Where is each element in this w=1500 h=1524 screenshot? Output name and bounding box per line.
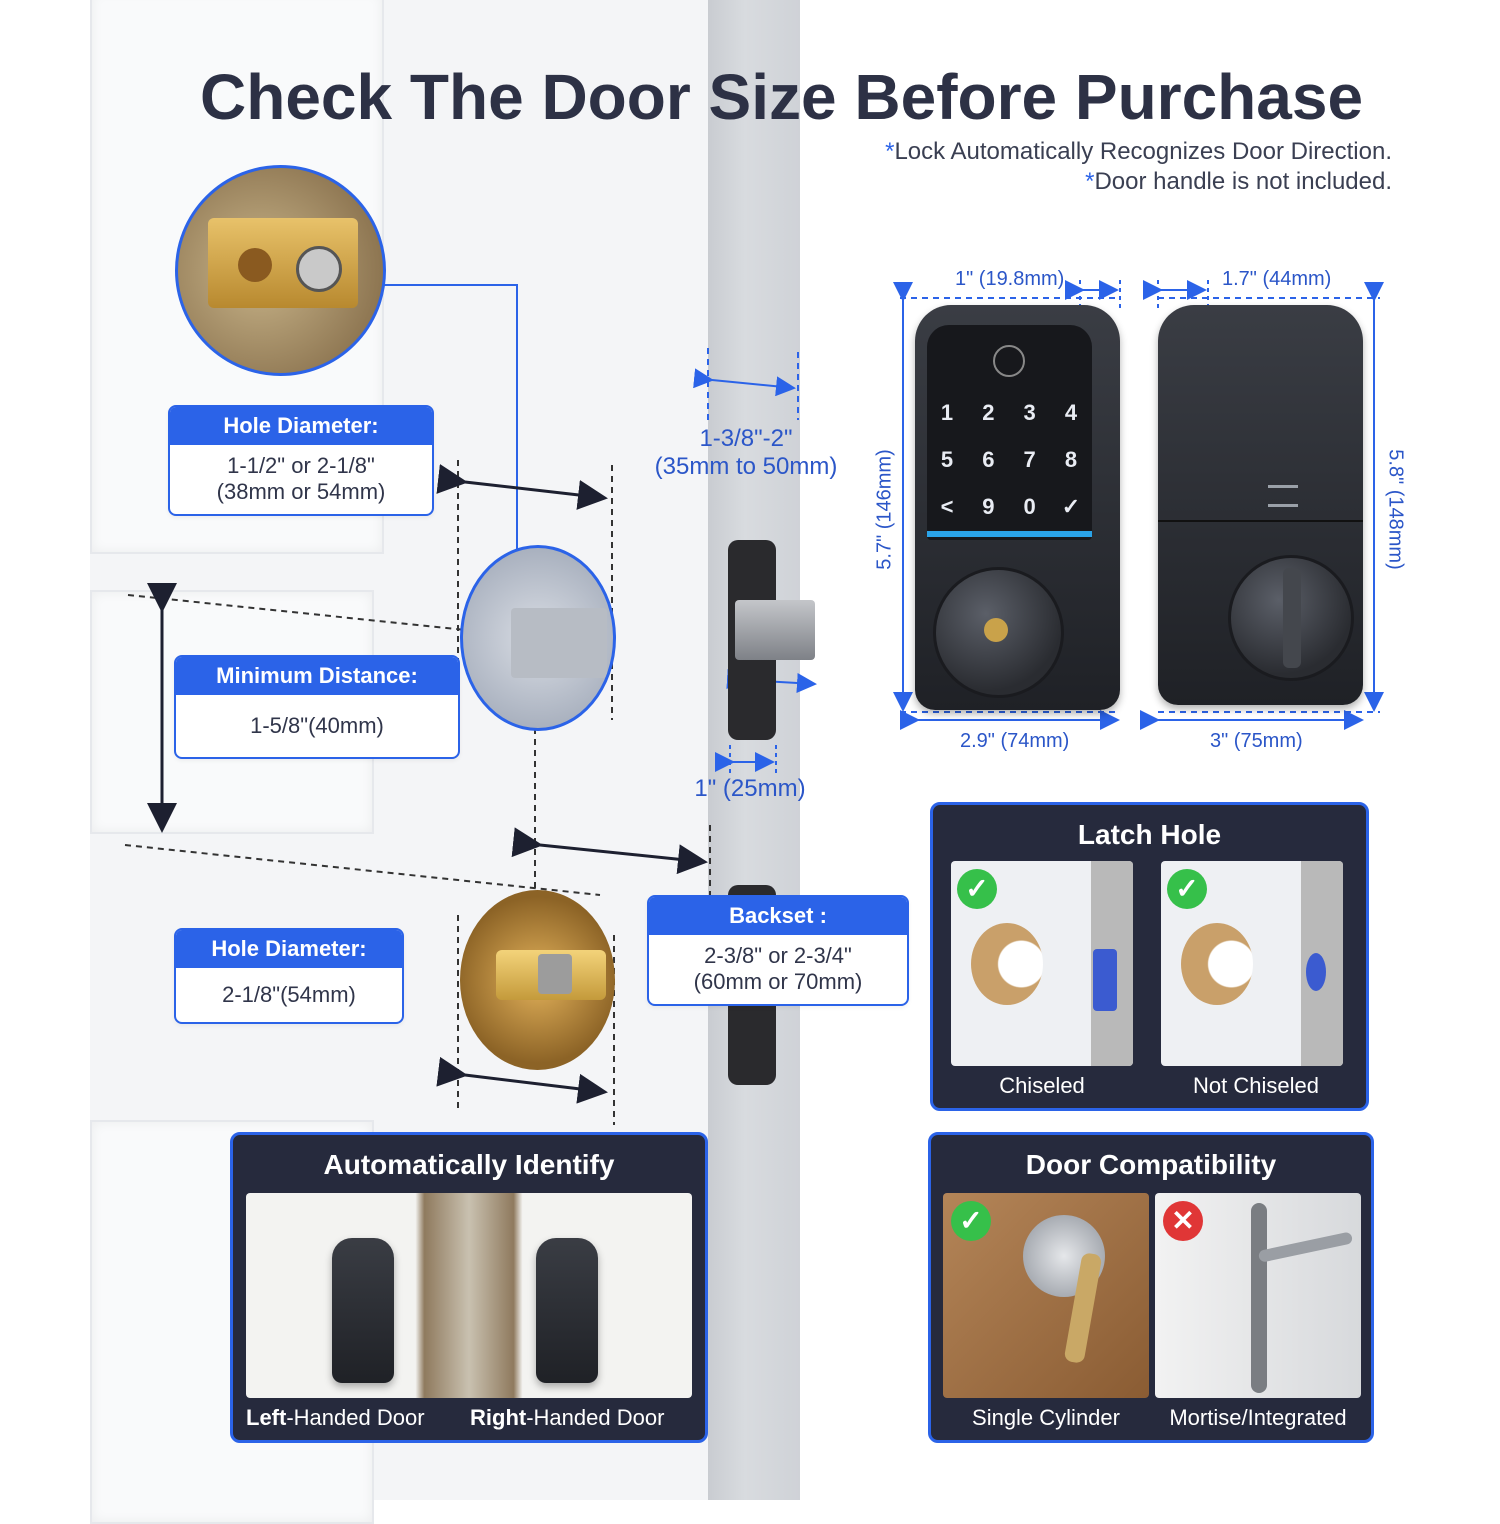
- backset-metric: (60mm or 70mm): [693, 969, 863, 995]
- lock-back-thumbturn: [1158, 305, 1363, 705]
- chiseled-bore: [971, 923, 1043, 1005]
- keyhole-icon: [984, 618, 1008, 642]
- not-chiseled-image: ✓: [1161, 861, 1343, 1066]
- cross-bore-top-image: [460, 545, 616, 731]
- keypad-key: 5: [940, 447, 954, 472]
- single-cylinder-check-icon: ✓: [951, 1201, 991, 1241]
- key-cylinder: [933, 567, 1064, 698]
- thumb-turn-lever: [1283, 568, 1301, 668]
- right-handed-label: Right-Handed Door: [470, 1405, 665, 1430]
- mortise-cross-icon: ✕: [1163, 1201, 1203, 1241]
- mortise-handle-image: [1257, 1231, 1354, 1263]
- latch-bolt-face-image: [538, 954, 572, 994]
- handed-door-image: [246, 1193, 692, 1398]
- minimum-distance-value: 1-5/8"(40mm): [250, 713, 384, 738]
- status-light-bar: [927, 531, 1092, 537]
- left-handed-label: Left-Handed Door: [246, 1405, 425, 1430]
- latch-hole-image: [238, 248, 272, 282]
- backset-heading: Backset :: [649, 897, 907, 935]
- battery-cover-seam: [1158, 520, 1363, 522]
- chiseled-check-icon: ✓: [957, 869, 997, 909]
- keypad-row: 5 6 7 8: [929, 447, 1089, 494]
- latch-hole-panel: Latch Hole ✓ ✓ Chiseled Not Chiseled: [930, 802, 1369, 1111]
- not-chiseled-latch-hole: [1306, 953, 1326, 991]
- keypad-key: 7: [1023, 447, 1036, 472]
- keypad-key: 6: [982, 447, 995, 472]
- hole-diameter-top-card: Hole Diameter: 1-1/2" or 2-1/8" (38mm or…: [168, 405, 434, 516]
- back-height-label: 5.8" (148mm): [1384, 449, 1407, 570]
- back-width-label: 3" (75mm): [1210, 730, 1303, 752]
- mortise-plate-image: [1251, 1203, 1267, 1393]
- hole-diameter-bottom-card: Hole Diameter: 2-1/8"(54mm): [174, 928, 404, 1025]
- right-handed-lock-image: [536, 1238, 598, 1383]
- keypad-key: 8: [1064, 447, 1078, 472]
- front-width-label: 2.9" (74mm): [960, 730, 1070, 752]
- keypad-grid: 1 2 3 4 5 6 7 8 <9 0 ✓: [929, 400, 1089, 541]
- minimum-distance-card: Minimum Distance: 1-5/8"(40mm): [174, 655, 460, 760]
- latch-hole-title: Latch Hole: [1077, 819, 1222, 850]
- latch-width-label: 1" (25mm): [694, 775, 806, 802]
- mortise-label: Mortise/Integrated: [1169, 1405, 1347, 1430]
- battery-cover-icon: [1268, 485, 1298, 507]
- front-depth-label: 1" (19.8mm): [955, 268, 1065, 290]
- keypad-key: 3: [1023, 400, 1036, 425]
- door-compatibility-panel: Door Compatibility ✓ ✕ Single Cylinder M…: [928, 1132, 1374, 1443]
- latch-bolt: [735, 600, 815, 660]
- auto-identify-panel: Automatically Identify Left-Handed Door …: [230, 1132, 708, 1443]
- hole-diameter-top-metric: (38mm or 54mm): [216, 479, 386, 505]
- not-chiseled-label: Not Chiseled: [1193, 1073, 1319, 1098]
- fingerprint-sensor-icon: [993, 345, 1025, 377]
- keypad-key: <: [940, 494, 954, 519]
- keypad-key: 9: [982, 494, 995, 519]
- single-cylinder-label: Single Cylinder: [972, 1405, 1120, 1430]
- back-depth-label: 1.7" (44mm): [1222, 268, 1332, 290]
- chiseled-label: Chiseled: [999, 1073, 1085, 1098]
- chiseled-image: ✓: [951, 861, 1133, 1066]
- keypad-key: 0: [1023, 494, 1036, 519]
- keypad-row: <9 0 ✓: [929, 494, 1089, 541]
- door-thickness-label: 1-3/8"-2" (35mm to 50mm): [654, 425, 838, 480]
- latch-body-image: [511, 608, 607, 678]
- keypad-key: 1: [940, 400, 954, 425]
- keypad-key: 2: [982, 400, 995, 425]
- latch-zoom-circle: [175, 165, 386, 376]
- backset-card: Backset : 2-3/8" or 2-3/4" (60mm or 70mm…: [647, 895, 909, 1006]
- single-cylinder-image: ✓: [943, 1193, 1149, 1398]
- note-direction: *Lock Automatically Recognizes Door Dire…: [885, 138, 1392, 165]
- left-handed-lock-image: [332, 1238, 394, 1383]
- keypad-key: ✓: [1061, 494, 1081, 519]
- door-compatibility-title: Door Compatibility: [1025, 1149, 1277, 1180]
- auto-identify-title: Automatically Identify: [323, 1149, 615, 1180]
- door-edge: [708, 0, 800, 1500]
- minimum-distance-heading: Minimum Distance:: [176, 657, 458, 695]
- hole-diameter-bottom-heading: Hole Diameter:: [176, 930, 402, 968]
- lock-front-keypad: 1 2 3 4 5 6 7 8 <9 0 ✓: [915, 305, 1120, 710]
- not-chiseled-bore: [1181, 923, 1253, 1005]
- not-chiseled-check-icon: ✓: [1167, 869, 1207, 909]
- latch-bolt-image: [296, 246, 342, 292]
- cross-bore-bottom-image: [460, 890, 615, 1070]
- mortise-image: ✕: [1155, 1193, 1361, 1398]
- hole-diameter-top-heading: Hole Diameter:: [170, 407, 432, 445]
- hole-diameter-bottom-value: 2-1/8"(54mm): [222, 982, 356, 1007]
- chiseled-latch-hole: [1093, 949, 1117, 1011]
- keypad-key: 4: [1064, 400, 1078, 425]
- hole-diameter-top-value: 1-1/2" or 2-1/8": [227, 453, 375, 478]
- note-handle: *Door handle is not included.: [1085, 168, 1392, 195]
- page-title: Check The Door Size Before Purchase: [200, 61, 1364, 133]
- front-height-label: 5.7" (146mm): [873, 449, 896, 570]
- thumb-turn: [1228, 555, 1354, 681]
- backset-value: 2-3/8" or 2-3/4": [704, 943, 852, 968]
- keypad-row: 1 2 3 4: [929, 400, 1089, 447]
